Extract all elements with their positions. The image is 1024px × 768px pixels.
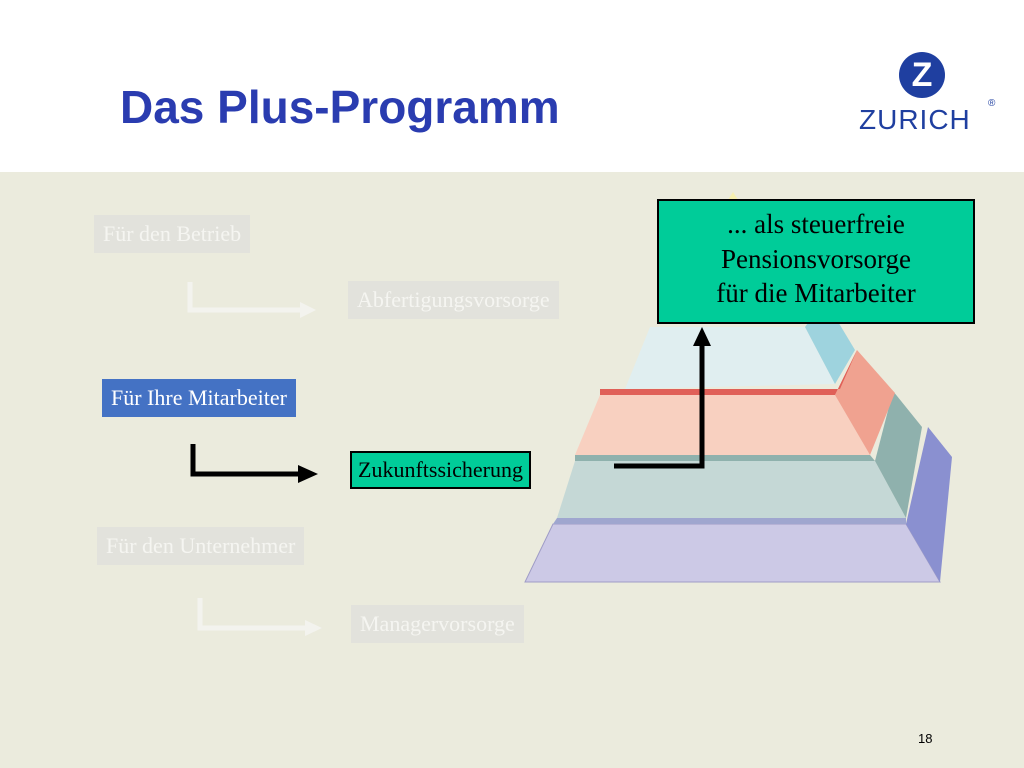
page-number: 18	[918, 731, 933, 746]
heading-unternehmer: Für den Unternehmer	[97, 527, 305, 566]
pyramid-tier-2	[557, 461, 906, 518]
callout-line-3: für die Mitarbeiter	[716, 278, 916, 309]
zurich-logo: Z ZURICH ®	[855, 52, 1005, 142]
heading-mitarbeiter: Für Ihre Mitarbeiter	[102, 379, 296, 418]
pyramid-tier-3-edge	[575, 455, 875, 461]
registered-mark: ®	[988, 98, 996, 109]
arrow-head-faded-3	[305, 620, 322, 636]
pyramid-tier-3	[575, 395, 870, 455]
slide-header: Das Plus-Programm Z ZURICH ®	[0, 0, 1024, 172]
heading-betrieb: Für den Betrieb	[94, 215, 251, 254]
slide-title: Das Plus-Programm	[120, 81, 560, 133]
arrow-head-to-callout	[693, 327, 711, 346]
callout-line-1: ... als steuerfreie	[727, 209, 905, 239]
pyramid-tier-base	[524, 523, 941, 583]
callout-line-2: Pensionsvorsorge	[720, 243, 911, 274]
pyramid-tier-3-top-band	[600, 350, 857, 395]
target-abfertigungsvorsorge: Abfertigungsvorsorge	[348, 281, 559, 320]
pyramid-tier-2-side	[875, 391, 922, 518]
pyramid-tier-4	[625, 327, 835, 389]
pyramid-tier-base-side	[906, 427, 952, 582]
arrow-connector-faded-1	[187, 282, 305, 313]
arrow-connector-active	[190, 444, 303, 477]
target-managervorsorge: Managervorsorge	[351, 605, 524, 644]
zurich-logo-icon: Z	[899, 52, 945, 98]
pyramid-tier-2-edge	[553, 518, 906, 524]
arrow-connector-faded-3	[197, 598, 310, 631]
arrow-head-active	[298, 465, 318, 483]
arrow-to-callout	[614, 344, 705, 469]
zurich-logo-text: ZURICH	[859, 104, 971, 135]
pyramid-tier-3-side	[835, 350, 895, 455]
target-zukunftssicherung: Zukunftssicherung	[350, 451, 531, 490]
pension-callout: ... als steuerfreie Pensionsvorsorge für…	[657, 199, 975, 324]
arrow-head-faded-1	[300, 302, 316, 318]
